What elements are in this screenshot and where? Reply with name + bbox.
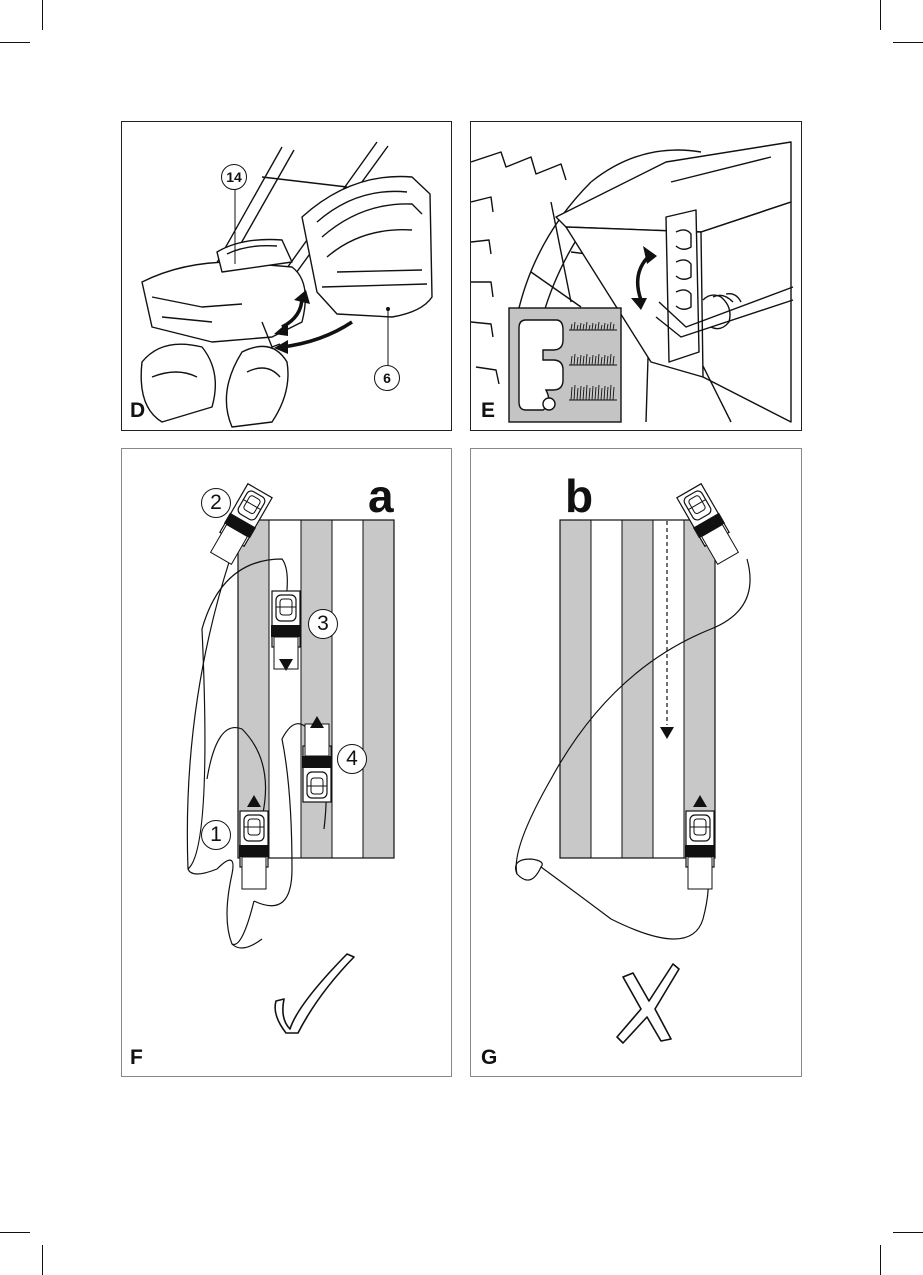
crop-mark bbox=[0, 42, 30, 43]
panel-label: D bbox=[130, 399, 145, 423]
panel-f: a 1 2 3 4 F bbox=[121, 448, 452, 1077]
panel-label: E bbox=[481, 399, 495, 423]
correct-mowing-pattern-diagram bbox=[122, 449, 453, 1078]
panel-label: G bbox=[481, 1046, 497, 1070]
step-number-2: 2 bbox=[201, 488, 231, 518]
crop-mark bbox=[42, 0, 43, 30]
crop-mark bbox=[42, 1245, 43, 1275]
panel-e: E bbox=[470, 121, 802, 431]
crop-mark bbox=[880, 0, 881, 30]
panel-label: F bbox=[130, 1046, 143, 1070]
crop-mark bbox=[880, 1245, 881, 1275]
panel-g: b G bbox=[470, 448, 802, 1077]
incorrect-mowing-pattern-diagram bbox=[471, 449, 803, 1078]
crop-mark bbox=[893, 42, 923, 43]
step-number-1: 1 bbox=[201, 820, 231, 850]
mower-grass-box-illustration bbox=[122, 122, 453, 432]
callout-14: 14 bbox=[221, 164, 247, 190]
step-number-3: 3 bbox=[308, 609, 338, 639]
callout-6: 6 bbox=[374, 365, 400, 391]
height-adjust-illustration bbox=[471, 122, 803, 432]
crop-mark bbox=[893, 1232, 923, 1233]
corner-letter: a bbox=[368, 473, 394, 519]
step-number-4: 4 bbox=[337, 744, 367, 774]
panel-d: 14 6 D bbox=[121, 121, 452, 431]
corner-letter: b bbox=[565, 473, 593, 519]
crop-mark bbox=[0, 1232, 30, 1233]
